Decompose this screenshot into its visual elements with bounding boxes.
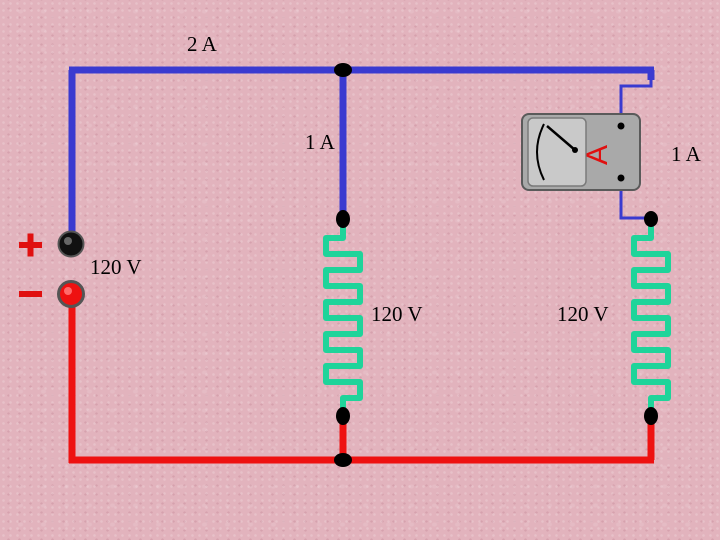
resistor-1 — [323, 217, 363, 419]
branch2-current-label: 1 A — [671, 142, 701, 166]
ammeter-needle — [546, 125, 576, 151]
ammeter-lead-in — [619, 80, 653, 123]
junction-node-branch1-top — [336, 210, 350, 228]
source-voltage-label: 120 V — [90, 255, 142, 279]
ammeter-letter: A — [581, 145, 614, 165]
ammeter-pivot — [572, 147, 578, 153]
positive-wires — [68, 66, 655, 244]
junction-node-branch2-top — [644, 211, 658, 227]
load1-voltage-label: 120 V — [371, 302, 423, 326]
positive-terminal — [57, 230, 85, 258]
plus-sign-icon — [19, 233, 42, 257]
negative-terminal — [57, 280, 85, 308]
total-current-label: 2 A — [187, 32, 217, 56]
minus-sign-icon — [19, 291, 42, 297]
branch1-current-label: 1 A — [305, 130, 335, 154]
junction-nodes — [334, 63, 658, 467]
ammeter-terminal-top — [617, 122, 625, 130]
ammeter-lead-out — [619, 180, 651, 220]
junction-node-bottom — [334, 453, 352, 467]
ammeter-face — [527, 117, 587, 187]
ammeter-scale-arc — [536, 123, 545, 181]
ammeter: A — [521, 113, 641, 191]
load2-voltage-label: 120 V — [557, 302, 609, 326]
junction-node-branch1-bottom — [336, 407, 350, 425]
junction-node-top — [334, 63, 352, 77]
resistor-2 — [631, 217, 671, 419]
junction-node-branch2-bottom — [644, 407, 658, 425]
ammeter-terminal-bottom — [617, 174, 625, 182]
negative-wires — [68, 296, 655, 464]
